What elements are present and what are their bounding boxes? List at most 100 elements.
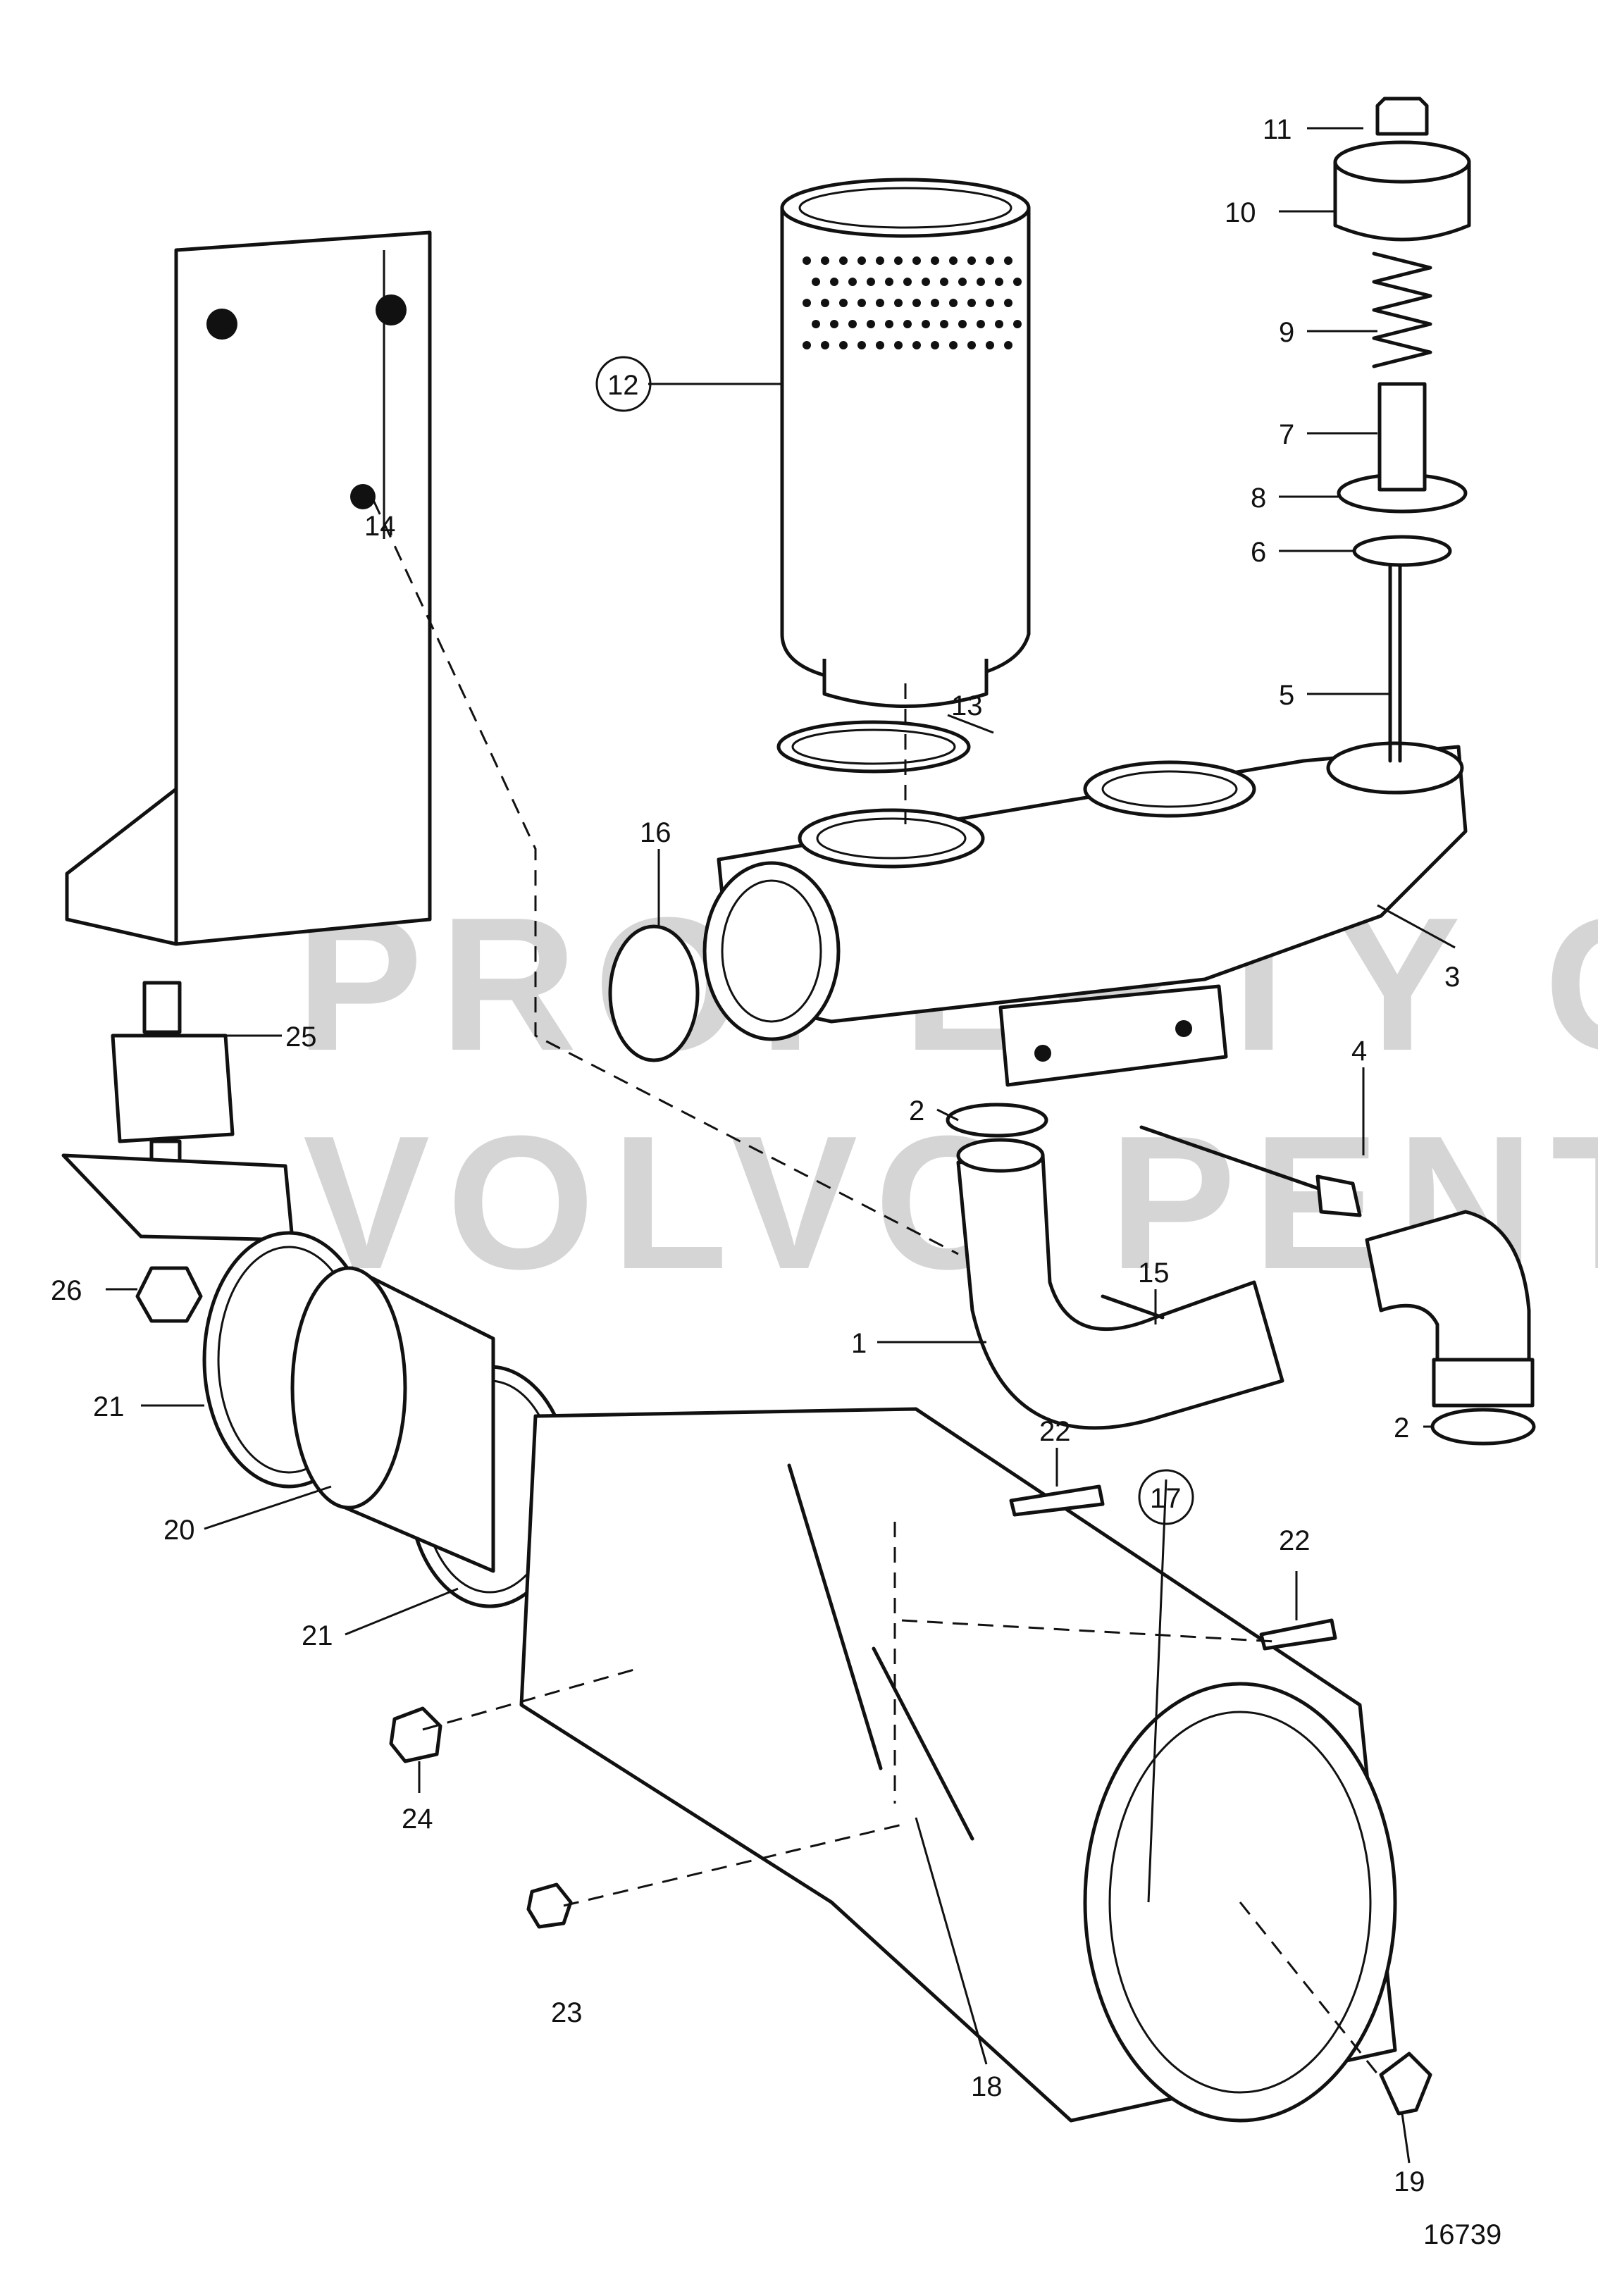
perforation-dot: [931, 256, 939, 265]
bolt-stack-drawing: [1333, 97, 1471, 763]
perforation-dot: [912, 256, 921, 265]
perforation-dot: [931, 341, 939, 349]
ring-2-lower: [1430, 1408, 1536, 1446]
perforation-dot: [812, 320, 820, 328]
perforation-dot: [995, 278, 1003, 286]
perforation-dot: [967, 341, 976, 349]
perforation-dot: [830, 278, 838, 286]
filter-housing-drawing: [702, 741, 1468, 1087]
callout-17: 17: [1150, 1483, 1182, 1514]
shelf-drawing: [61, 1153, 295, 1242]
perforation-dot: [812, 278, 820, 286]
elbow-tube-drawing: [956, 1138, 1284, 1430]
callout-12: 12: [607, 370, 639, 401]
stud-22a-drawing: [1009, 1484, 1105, 1517]
perforation-dot: [857, 256, 866, 265]
callouts: 11 10 9 7 8 6 5 3 4 12 13 14 16 25 2 2 1…: [51, 114, 1460, 2197]
perforation-dot: [977, 320, 985, 328]
perforation-dot: [1013, 278, 1022, 286]
callout-7: 7: [1279, 419, 1294, 450]
perforation-dot: [958, 278, 967, 286]
perforation-dot: [848, 278, 857, 286]
perforation-dot: [894, 256, 903, 265]
perforation-dot: [894, 299, 903, 307]
callout-14: 14: [364, 511, 396, 542]
perforation-dot: [903, 320, 912, 328]
perforation-dot: [1004, 341, 1012, 349]
callout-23: 23: [551, 1997, 583, 2028]
callout-5: 5: [1279, 680, 1294, 711]
o-ring-13: [776, 720, 971, 774]
bracket-drawing: [65, 230, 432, 946]
air-cleaner-drawing: [519, 1407, 1397, 2123]
perforation-dot: [885, 320, 893, 328]
callout-18: 18: [971, 2071, 1003, 2102]
perforation-dot: [857, 299, 866, 307]
callout-9: 9: [1279, 317, 1294, 348]
perforation-dot: [922, 320, 930, 328]
callout-2-upper: 2: [909, 1096, 924, 1127]
callout-17-circle: [1138, 1469, 1194, 1525]
callout-8: 8: [1251, 483, 1266, 514]
perforation-dot: [940, 278, 948, 286]
perforation-dot: [1004, 256, 1012, 265]
nut-23-drawing: [526, 1882, 573, 1929]
perforation-dot: [839, 299, 848, 307]
callout-6: 6: [1251, 537, 1266, 568]
perforation-dot: [848, 320, 857, 328]
figure-number: 16739: [1423, 2219, 1501, 2250]
bolt-4-drawing: [1139, 1125, 1327, 1193]
bolt-24-drawing: [389, 1706, 442, 1763]
perforation-dot: [803, 256, 811, 265]
perforation-dot: [1013, 320, 1022, 328]
perforation-dot: [1004, 299, 1012, 307]
perforation-dot: [876, 299, 884, 307]
callout-22-lower: 22: [1279, 1525, 1311, 1556]
callout-3: 3: [1444, 962, 1460, 993]
rubber-mount-drawing: [111, 981, 235, 1186]
callout-22-upper: 22: [1039, 1416, 1071, 1447]
callout-10: 10: [1225, 197, 1256, 228]
perforation-dot: [958, 320, 967, 328]
perforation-dot: [912, 299, 921, 307]
callout-24: 24: [402, 1804, 433, 1835]
wing-nut-19-drawing: [1379, 2052, 1432, 2116]
right-elbow-drawing: [1365, 1210, 1535, 1408]
perforation-dot: [876, 341, 884, 349]
perforation-dot: [803, 341, 811, 349]
perforation-dot: [912, 341, 921, 349]
perforation-dot: [967, 256, 976, 265]
callout-12-circle: [595, 356, 652, 412]
callout-16: 16: [640, 817, 671, 848]
perforation-dot: [867, 278, 875, 286]
perforation-dot: [986, 299, 994, 307]
perforation-dot: [803, 299, 811, 307]
callout-19: 19: [1394, 2166, 1425, 2197]
perforation-dot: [931, 299, 939, 307]
cover-disc-16: [608, 924, 700, 1062]
nut-26-drawing: [135, 1266, 203, 1323]
perforation-dot: [949, 256, 958, 265]
stud-22b-drawing: [1259, 1618, 1337, 1651]
perforation-dot: [995, 320, 1003, 328]
callout-21-left: 21: [93, 1391, 125, 1422]
callout-21-right: 21: [302, 1620, 333, 1651]
perforation-dot: [977, 278, 985, 286]
callout-2-lower: 2: [1394, 1413, 1409, 1444]
callout-15: 15: [1138, 1258, 1170, 1289]
callout-1: 1: [851, 1328, 867, 1359]
perforation-dot: [821, 299, 829, 307]
perforation-dot: [821, 341, 829, 349]
perforation-dot: [894, 341, 903, 349]
perforation-dot: [940, 320, 948, 328]
perforation-dot: [839, 341, 848, 349]
callout-25: 25: [285, 1022, 317, 1053]
perforation-dot: [986, 341, 994, 349]
perforation-dot: [876, 256, 884, 265]
filter-element-drawing: [780, 178, 1031, 708]
perforation-dot: [821, 256, 829, 265]
callout-4: 4: [1351, 1036, 1367, 1067]
perforation-dot: [949, 299, 958, 307]
callout-20: 20: [163, 1515, 195, 1546]
